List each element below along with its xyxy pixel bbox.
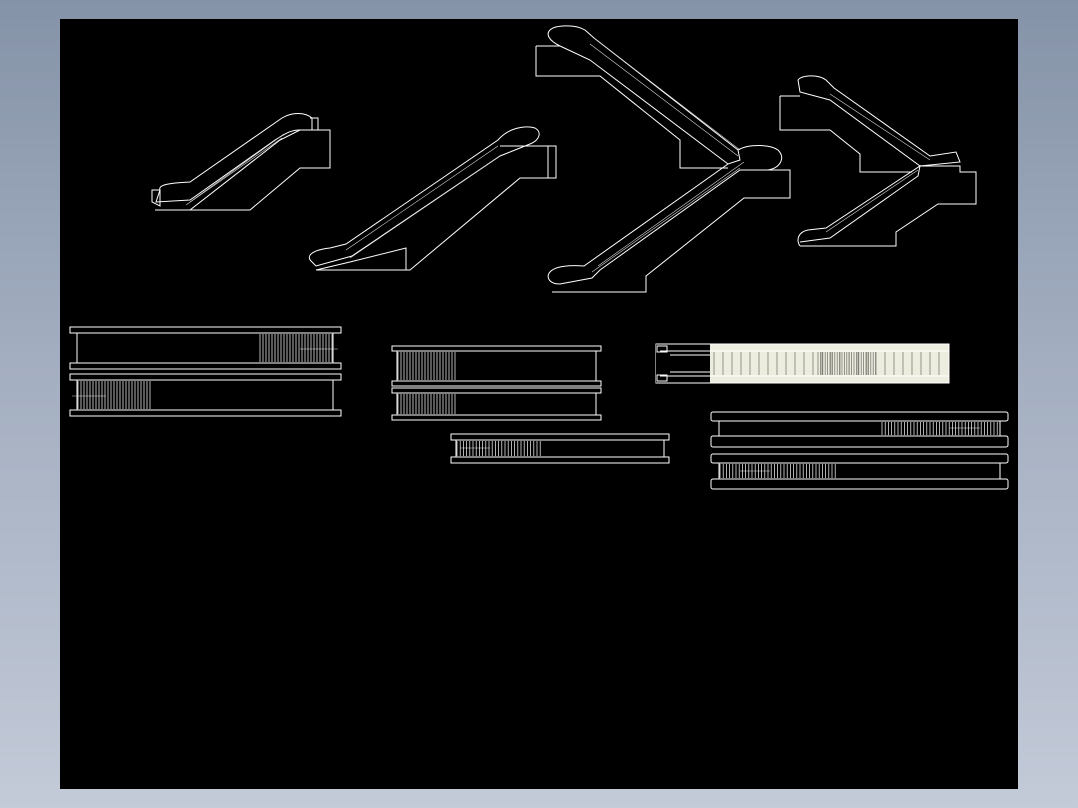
step-hatching: [456, 441, 541, 456]
step-hatching: [397, 394, 456, 414]
escalator-plan-3[interactable]: [450, 433, 670, 464]
escalator-elevation-3[interactable]: [535, 25, 791, 293]
escalator-plan-selected[interactable]: [655, 343, 950, 384]
escalator-elevation-4[interactable]: [779, 75, 977, 247]
step-hatching: [719, 464, 836, 478]
escalator-plan-2[interactable]: [391, 345, 602, 421]
drawing-viewport[interactable]: [60, 19, 1018, 789]
cad-drawing: [69, 25, 1009, 490]
escalator-plan-5[interactable]: [710, 411, 1009, 490]
escalator-plan-1[interactable]: [69, 326, 342, 417]
step-hatching: [397, 352, 456, 380]
step-hatching: [259, 334, 333, 362]
escalator-elevation-2[interactable]: [308, 126, 557, 271]
step-hatching: [77, 381, 151, 409]
escalator-elevation-1[interactable]: [151, 113, 331, 211]
step-hatching: [713, 352, 940, 375]
step-hatching: [881, 422, 998, 435]
